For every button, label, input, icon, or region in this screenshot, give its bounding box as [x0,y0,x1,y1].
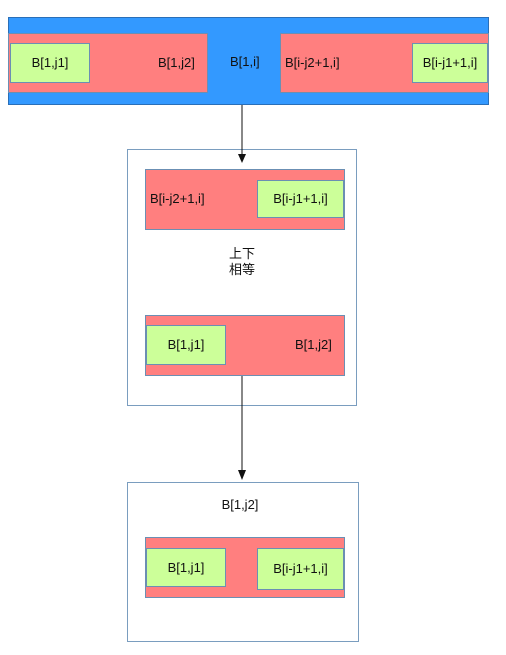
top-right-inner-cell: B[i-j1+1,i] [412,43,488,83]
top-left-inner-label: B[1,j1] [31,55,69,70]
middle-top-block-label: B[i-j2+1,i] [150,191,205,206]
middle-bottom-inner-cell: B[1,j1] [146,325,226,365]
top-bar-label: B[1,i] [230,54,260,69]
middle-top-inner-label: B[i-j1+1,i] [273,191,328,206]
top-left-block-label: B[1,j2] [158,55,195,70]
middle-bottom-block-label: B[1,j2] [295,337,332,352]
middle-bottom-inner-label: B[1,j1] [167,337,205,352]
bottom-right-label: B[i-j1+1,i] [273,561,328,576]
top-right-block-label: B[i-j2+1,i] [285,55,340,70]
bottom-box-title: B[1,j2] [221,497,259,512]
top-right-inner-label: B[i-j1+1,i] [422,55,478,70]
arrowhead-bottom [238,470,246,480]
bottom-right-cell: B[i-j1+1,i] [257,548,344,590]
bottom-left-label: B[1,j1] [167,559,205,575]
arrowhead-middle [238,154,246,163]
equal-note-line1: 上下 [228,246,255,261]
equal-note: 上下 相等 [212,246,272,278]
middle-top-inner-cell: B[i-j1+1,i] [257,180,344,218]
top-left-inner-cell: B[1,j1] [10,43,90,83]
bottom-left-cell: B[1,j1] [146,548,226,587]
equal-note-line2: 相等 [228,262,255,277]
